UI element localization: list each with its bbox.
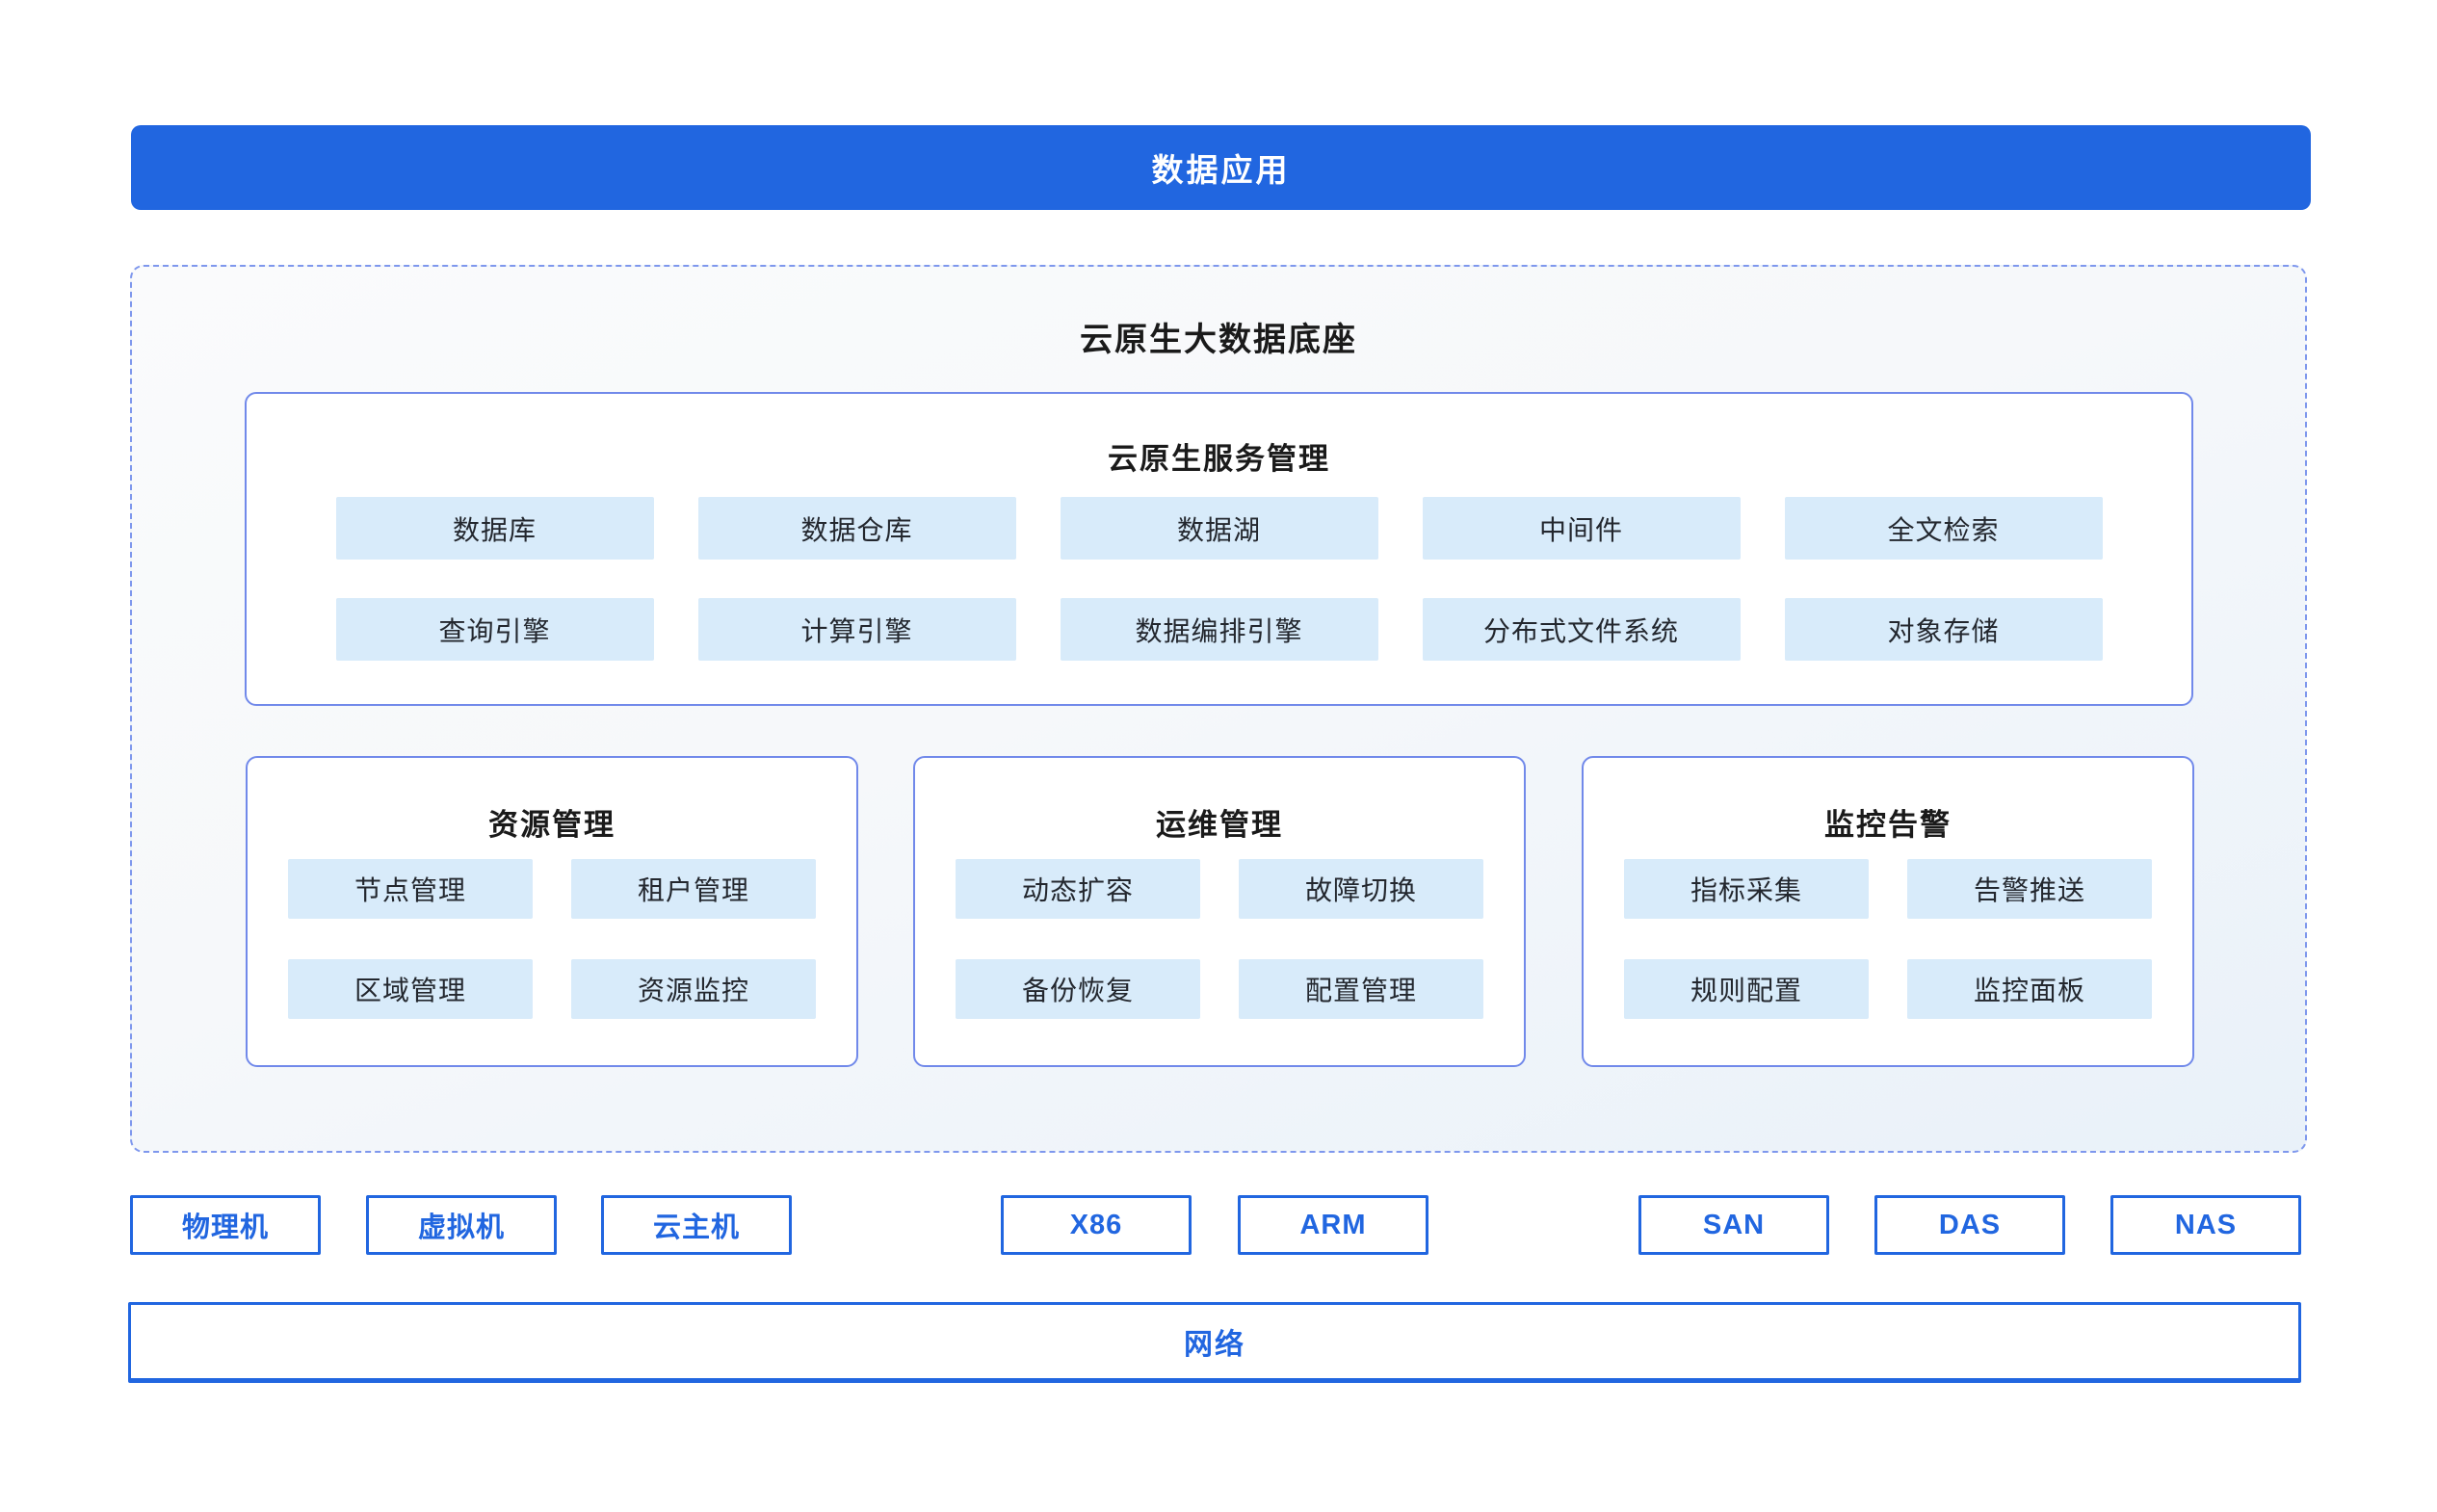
infra-box-nas: NAS (2110, 1195, 2301, 1255)
chip-data-warehouse: 数据仓库 (697, 497, 1016, 560)
chip-config-management: 配置管理 (1239, 959, 1483, 1019)
chip-failover: 故障切换 (1239, 859, 1483, 919)
monitoring-alert-box: 监控告警 指标采集 告警推送 规则配置 监控面板 (1582, 756, 2194, 1067)
operations-management-box: 运维管理 动态扩容 故障切换 备份恢复 配置管理 (913, 756, 1526, 1067)
bigdata-base-container: 云原生大数据底座 云原生服务管理 数据库 数据仓库 数据湖 中间件 全文检索 查… (130, 265, 2307, 1153)
chip-query-engine: 查询引擎 (335, 598, 654, 661)
operations-management-title: 运维管理 (1156, 808, 1283, 842)
chip-dynamic-scaling: 动态扩容 (956, 859, 1200, 919)
chip-region-management: 区域管理 (288, 959, 533, 1019)
chip-database: 数据库 (335, 497, 654, 560)
chip-middleware: 中间件 (1422, 497, 1741, 560)
resource-management-box: 资源管理 节点管理 租户管理 区域管理 资源监控 (246, 756, 858, 1067)
chip-rule-config: 规则配置 (1624, 959, 1869, 1019)
data-application-bar: 数据应用 (131, 125, 2311, 210)
service-management-box: 云原生服务管理 数据库 数据仓库 数据湖 中间件 全文检索 查询引擎 计算引擎 … (245, 392, 2193, 706)
chip-data-lake: 数据湖 (1060, 497, 1378, 560)
chip-distributed-file-system: 分布式文件系统 (1422, 598, 1741, 661)
resource-management-title: 资源管理 (488, 808, 616, 842)
resource-management-grid: 节点管理 租户管理 区域管理 资源监控 (248, 859, 856, 1019)
infra-box-san: SAN (1638, 1195, 1829, 1255)
chip-fulltext-search: 全文检索 (1784, 497, 2103, 560)
operations-management-grid: 动态扩容 故障切换 备份恢复 配置管理 (915, 859, 1524, 1019)
data-application-label: 数据应用 (1151, 152, 1291, 188)
network-bar: 网络 (128, 1302, 2301, 1383)
monitoring-alert-grid: 指标采集 告警推送 规则配置 监控面板 (1584, 859, 2192, 1019)
bigdata-base-title: 云原生大数据底座 (1080, 322, 1357, 358)
chip-data-orchestration-engine: 数据编排引擎 (1060, 598, 1378, 661)
service-management-title: 云原生服务管理 (1108, 442, 1330, 476)
service-chip-row-1: 数据库 数据仓库 数据湖 中间件 全文检索 (247, 497, 2191, 560)
chip-object-storage: 对象存储 (1784, 598, 2103, 661)
chip-node-management: 节点管理 (288, 859, 533, 919)
chip-compute-engine: 计算引擎 (697, 598, 1016, 661)
monitoring-alert-title: 监控告警 (1824, 808, 1952, 842)
chip-backup-recovery: 备份恢复 (956, 959, 1200, 1019)
infra-box-cloud-host: 云主机 (601, 1195, 792, 1255)
chip-alert-push: 告警推送 (1907, 859, 2152, 919)
chip-tenant-management: 租户管理 (571, 859, 816, 919)
infra-box-das: DAS (1874, 1195, 2065, 1255)
chip-resource-monitoring: 资源监控 (571, 959, 816, 1019)
infra-box-physical-machine: 物理机 (130, 1195, 321, 1255)
service-chip-row-2: 查询引擎 计算引擎 数据编排引擎 分布式文件系统 对象存储 (247, 598, 2191, 661)
infra-box-arm: ARM (1238, 1195, 1428, 1255)
chip-metric-collection: 指标采集 (1624, 859, 1869, 919)
network-label: 网络 (1184, 1329, 1245, 1361)
chip-monitoring-dashboard: 监控面板 (1907, 959, 2152, 1019)
infra-box-x86: X86 (1001, 1195, 1192, 1255)
infra-box-virtual-machine: 虚拟机 (366, 1195, 557, 1255)
